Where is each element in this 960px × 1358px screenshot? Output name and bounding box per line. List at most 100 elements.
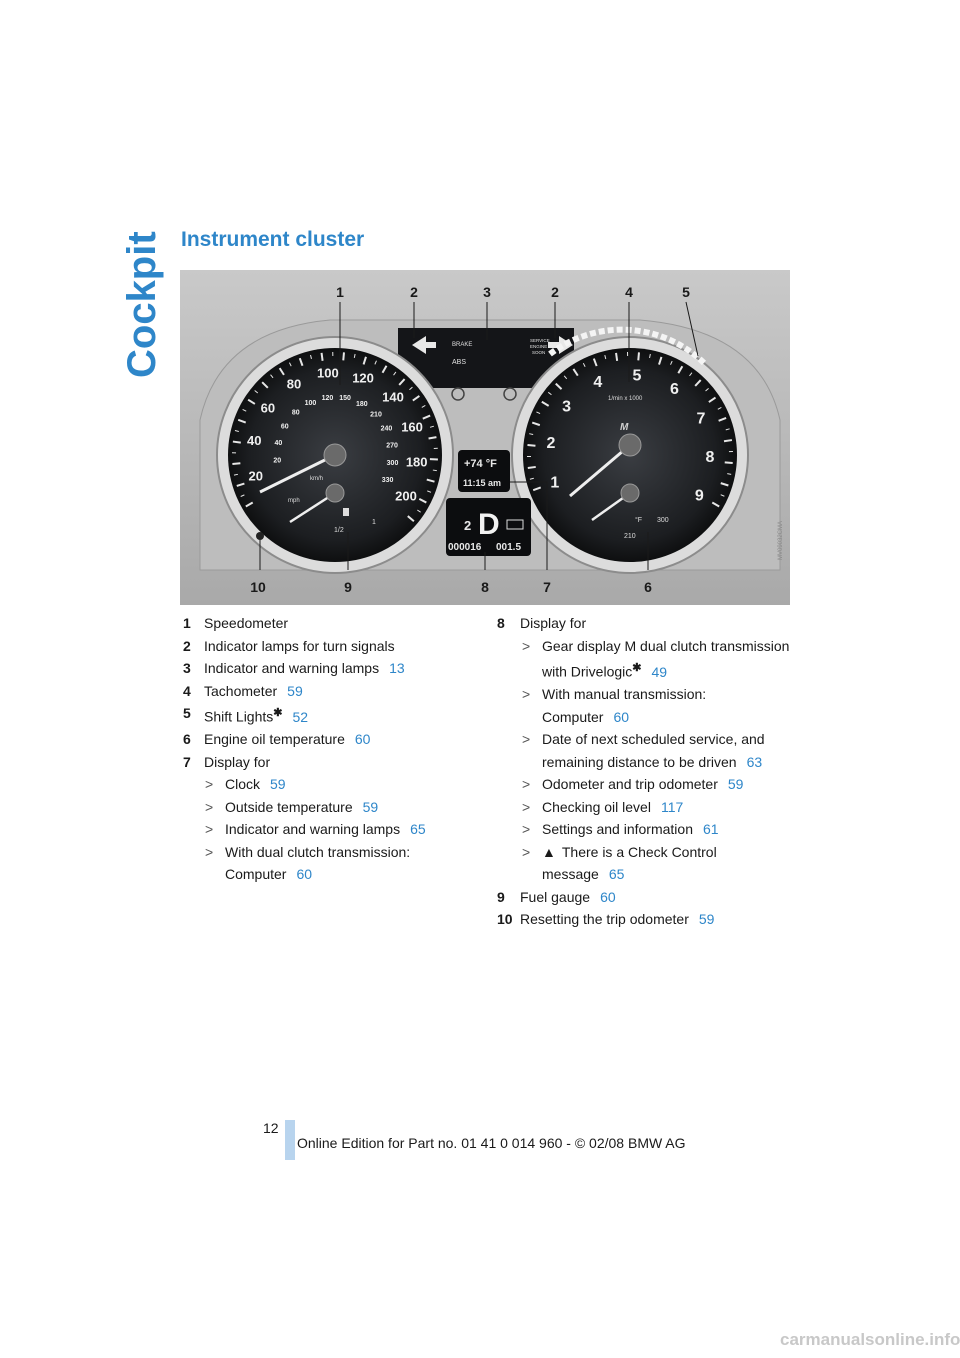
speedometer-kmh-label: 60 xyxy=(281,423,289,430)
fuel-full: 1 xyxy=(372,519,376,526)
gauge-tick xyxy=(362,356,367,365)
page-reference-link[interactable]: 117 xyxy=(660,798,684,815)
tachometer-label: 4 xyxy=(593,374,602,391)
legend-number: 9 xyxy=(497,888,505,905)
speedometer-hub xyxy=(323,443,347,467)
page-reference-link[interactable]: 60 xyxy=(354,731,371,748)
tachometer-needle xyxy=(569,443,631,498)
legend-label-continued: with Drivelogic xyxy=(542,663,633,680)
gauge-tick xyxy=(531,421,541,427)
gauge-tick xyxy=(529,477,534,480)
speedometer-kmh-label: 330 xyxy=(382,477,394,484)
gauge-tick xyxy=(555,382,563,390)
gauge-tick xyxy=(342,352,345,361)
gauge-tick xyxy=(236,482,245,487)
page-reference-link[interactable]: 59 xyxy=(270,776,286,793)
footer-edition-text: Online Edition for Part no. 01 41 0 014 … xyxy=(297,1135,686,1151)
legend-subtext: Odometer and trip odometer 59 xyxy=(542,773,743,796)
page-reference-link[interactable]: 63 xyxy=(746,753,763,770)
page-reference-link[interactable]: 60 xyxy=(296,866,313,883)
optional-equipment-star: ✱ xyxy=(632,662,642,674)
gauge-tick xyxy=(592,358,598,367)
tire-pressure-icon xyxy=(503,387,517,401)
page-reference-link[interactable]: 59 xyxy=(698,911,715,928)
gauge-tick xyxy=(393,371,397,376)
gauge-tick xyxy=(604,355,607,360)
gauge-tick xyxy=(727,473,732,475)
speedometer-kmh-label: 80 xyxy=(292,410,300,417)
legend-label: Fuel gauge xyxy=(520,888,591,905)
gauge-tick xyxy=(421,405,426,408)
gauge-tick xyxy=(412,395,420,402)
gauge-tick xyxy=(261,381,269,389)
gauge-tick xyxy=(725,428,730,431)
page-reference-link[interactable]: 59 xyxy=(287,682,303,699)
gauge-tick xyxy=(563,375,568,380)
legend-number: 1 xyxy=(183,615,191,631)
speedometer-mph-label: 100 xyxy=(317,366,339,381)
section-tab: Cockpit xyxy=(107,228,167,388)
page-reference-link[interactable]: 61 xyxy=(702,821,719,838)
gauge-tick xyxy=(708,396,717,403)
tachometer-label: 7 xyxy=(697,410,706,427)
gauge-tick xyxy=(232,462,241,465)
lamp-engine: ENGINE xyxy=(530,344,547,349)
callout-number: 2 xyxy=(410,284,418,300)
bullet-arrow: > xyxy=(522,776,531,793)
speedometer-mph-label: 120 xyxy=(352,370,374,385)
legend-text: Indicator lamps for turn signals xyxy=(204,635,395,658)
legend-text: Display for xyxy=(204,751,270,774)
image-code: MV09032CMA xyxy=(778,521,784,560)
page-reference-link[interactable]: 52 xyxy=(292,708,309,725)
tachometer-label: 3 xyxy=(562,399,571,416)
tachometer-hub xyxy=(618,433,642,457)
gauge-tick xyxy=(298,357,304,367)
speedometer-kmh-label: 40 xyxy=(274,440,282,447)
page-reference-link[interactable]: 65 xyxy=(608,866,625,883)
legend-text: Shift Lights✱52 xyxy=(204,702,308,728)
legend-number: 8 xyxy=(497,615,505,631)
gauge-tick xyxy=(240,494,245,497)
mph-label: mph xyxy=(288,498,300,504)
speedometer-kmh-label: 240 xyxy=(381,426,393,433)
oil-temp-hub xyxy=(620,483,640,503)
bullet-arrow: > xyxy=(522,843,531,860)
speedometer-kmh-label: 210 xyxy=(370,411,382,418)
page-reference-link[interactable]: 59 xyxy=(362,798,379,815)
page-reference-link[interactable]: 49 xyxy=(651,663,668,680)
gauge-tick xyxy=(720,482,729,487)
warning-triangle-icon: ▲ xyxy=(542,843,556,860)
legend-label: Odometer and trip odometer xyxy=(542,776,718,793)
speedometer-kmh-label: 100 xyxy=(305,400,317,407)
lamp-brake: BRAKE xyxy=(452,342,472,348)
callout-number: 8 xyxy=(481,579,489,595)
gauge-tick xyxy=(232,440,241,444)
lamp-abs: ABS xyxy=(452,359,466,366)
gauge-tick xyxy=(237,418,247,424)
page-reference-link[interactable]: 13 xyxy=(389,660,405,676)
page-reference-link[interactable]: 60 xyxy=(600,888,616,905)
page-reference-link[interactable]: 65 xyxy=(410,821,426,838)
callout-number: 7 xyxy=(543,579,551,595)
page-reference-link[interactable]: 60 xyxy=(613,708,630,725)
gauge-tick xyxy=(247,398,256,405)
gauge-tick xyxy=(527,465,536,469)
kmh-label: km/h xyxy=(310,476,323,482)
page-reference-link[interactable]: 59 xyxy=(727,776,744,793)
